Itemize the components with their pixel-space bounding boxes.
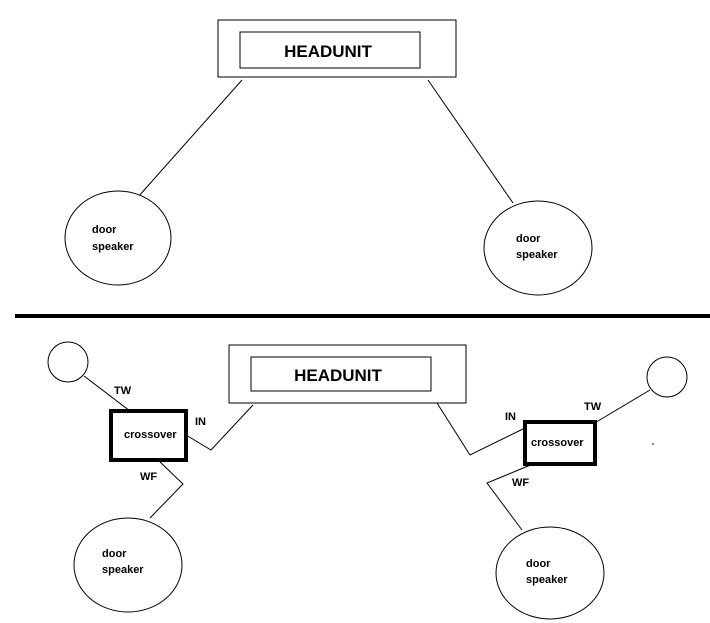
right-tw-label: TW xyxy=(584,401,602,413)
top-right-door-speaker xyxy=(483,200,593,296)
left-in-label: IN xyxy=(195,416,206,428)
left-crossover-label: crossover xyxy=(124,429,177,441)
stray-dot xyxy=(652,443,654,445)
top-left-wire xyxy=(137,79,243,198)
bottom-right-speaker-line1: door xyxy=(526,558,551,570)
left-wf-label: WF xyxy=(140,471,157,483)
bottom-right-door-speaker xyxy=(495,526,605,620)
bottom-right-speaker-line2: speaker xyxy=(526,574,568,586)
right-woofer-wire xyxy=(486,463,534,531)
top-left-speaker-line1: door xyxy=(92,224,117,236)
top-left-speaker-line2: speaker xyxy=(92,241,134,253)
top-diagram: HEADUNIT door speaker door speaker xyxy=(64,19,593,296)
right-in-label: IN xyxy=(505,411,516,423)
left-tweeter xyxy=(47,341,89,383)
bottom-headunit-inner-box xyxy=(250,356,432,392)
bottom-diagram: HEADUNIT TW crossover IN WF door speaker… xyxy=(47,341,688,620)
top-left-door-speaker xyxy=(64,190,172,286)
bottom-headunit-label: HEADUNIT xyxy=(294,366,382,385)
right-input-wire xyxy=(436,402,526,456)
left-tweeter-wire xyxy=(83,375,131,412)
right-tweeter-wire xyxy=(592,389,651,425)
bottom-left-speaker-line1: door xyxy=(102,548,127,560)
left-tw-label: TW xyxy=(114,385,132,397)
right-tweeter xyxy=(646,356,688,398)
right-wf-label: WF xyxy=(512,477,529,489)
bottom-left-door-speaker xyxy=(73,517,183,613)
top-right-speaker-line1: door xyxy=(516,233,541,245)
left-woofer-wire xyxy=(149,461,184,519)
right-crossover-box xyxy=(523,420,597,466)
top-right-wire xyxy=(427,79,514,204)
left-input-wire xyxy=(185,404,254,451)
top-headunit-inner-box xyxy=(239,31,421,69)
top-headunit-label: HEADUNIT xyxy=(284,42,372,61)
top-right-speaker-line2: speaker xyxy=(516,249,558,261)
bottom-left-speaker-line2: speaker xyxy=(102,564,144,576)
right-crossover-label: crossover xyxy=(531,437,584,449)
